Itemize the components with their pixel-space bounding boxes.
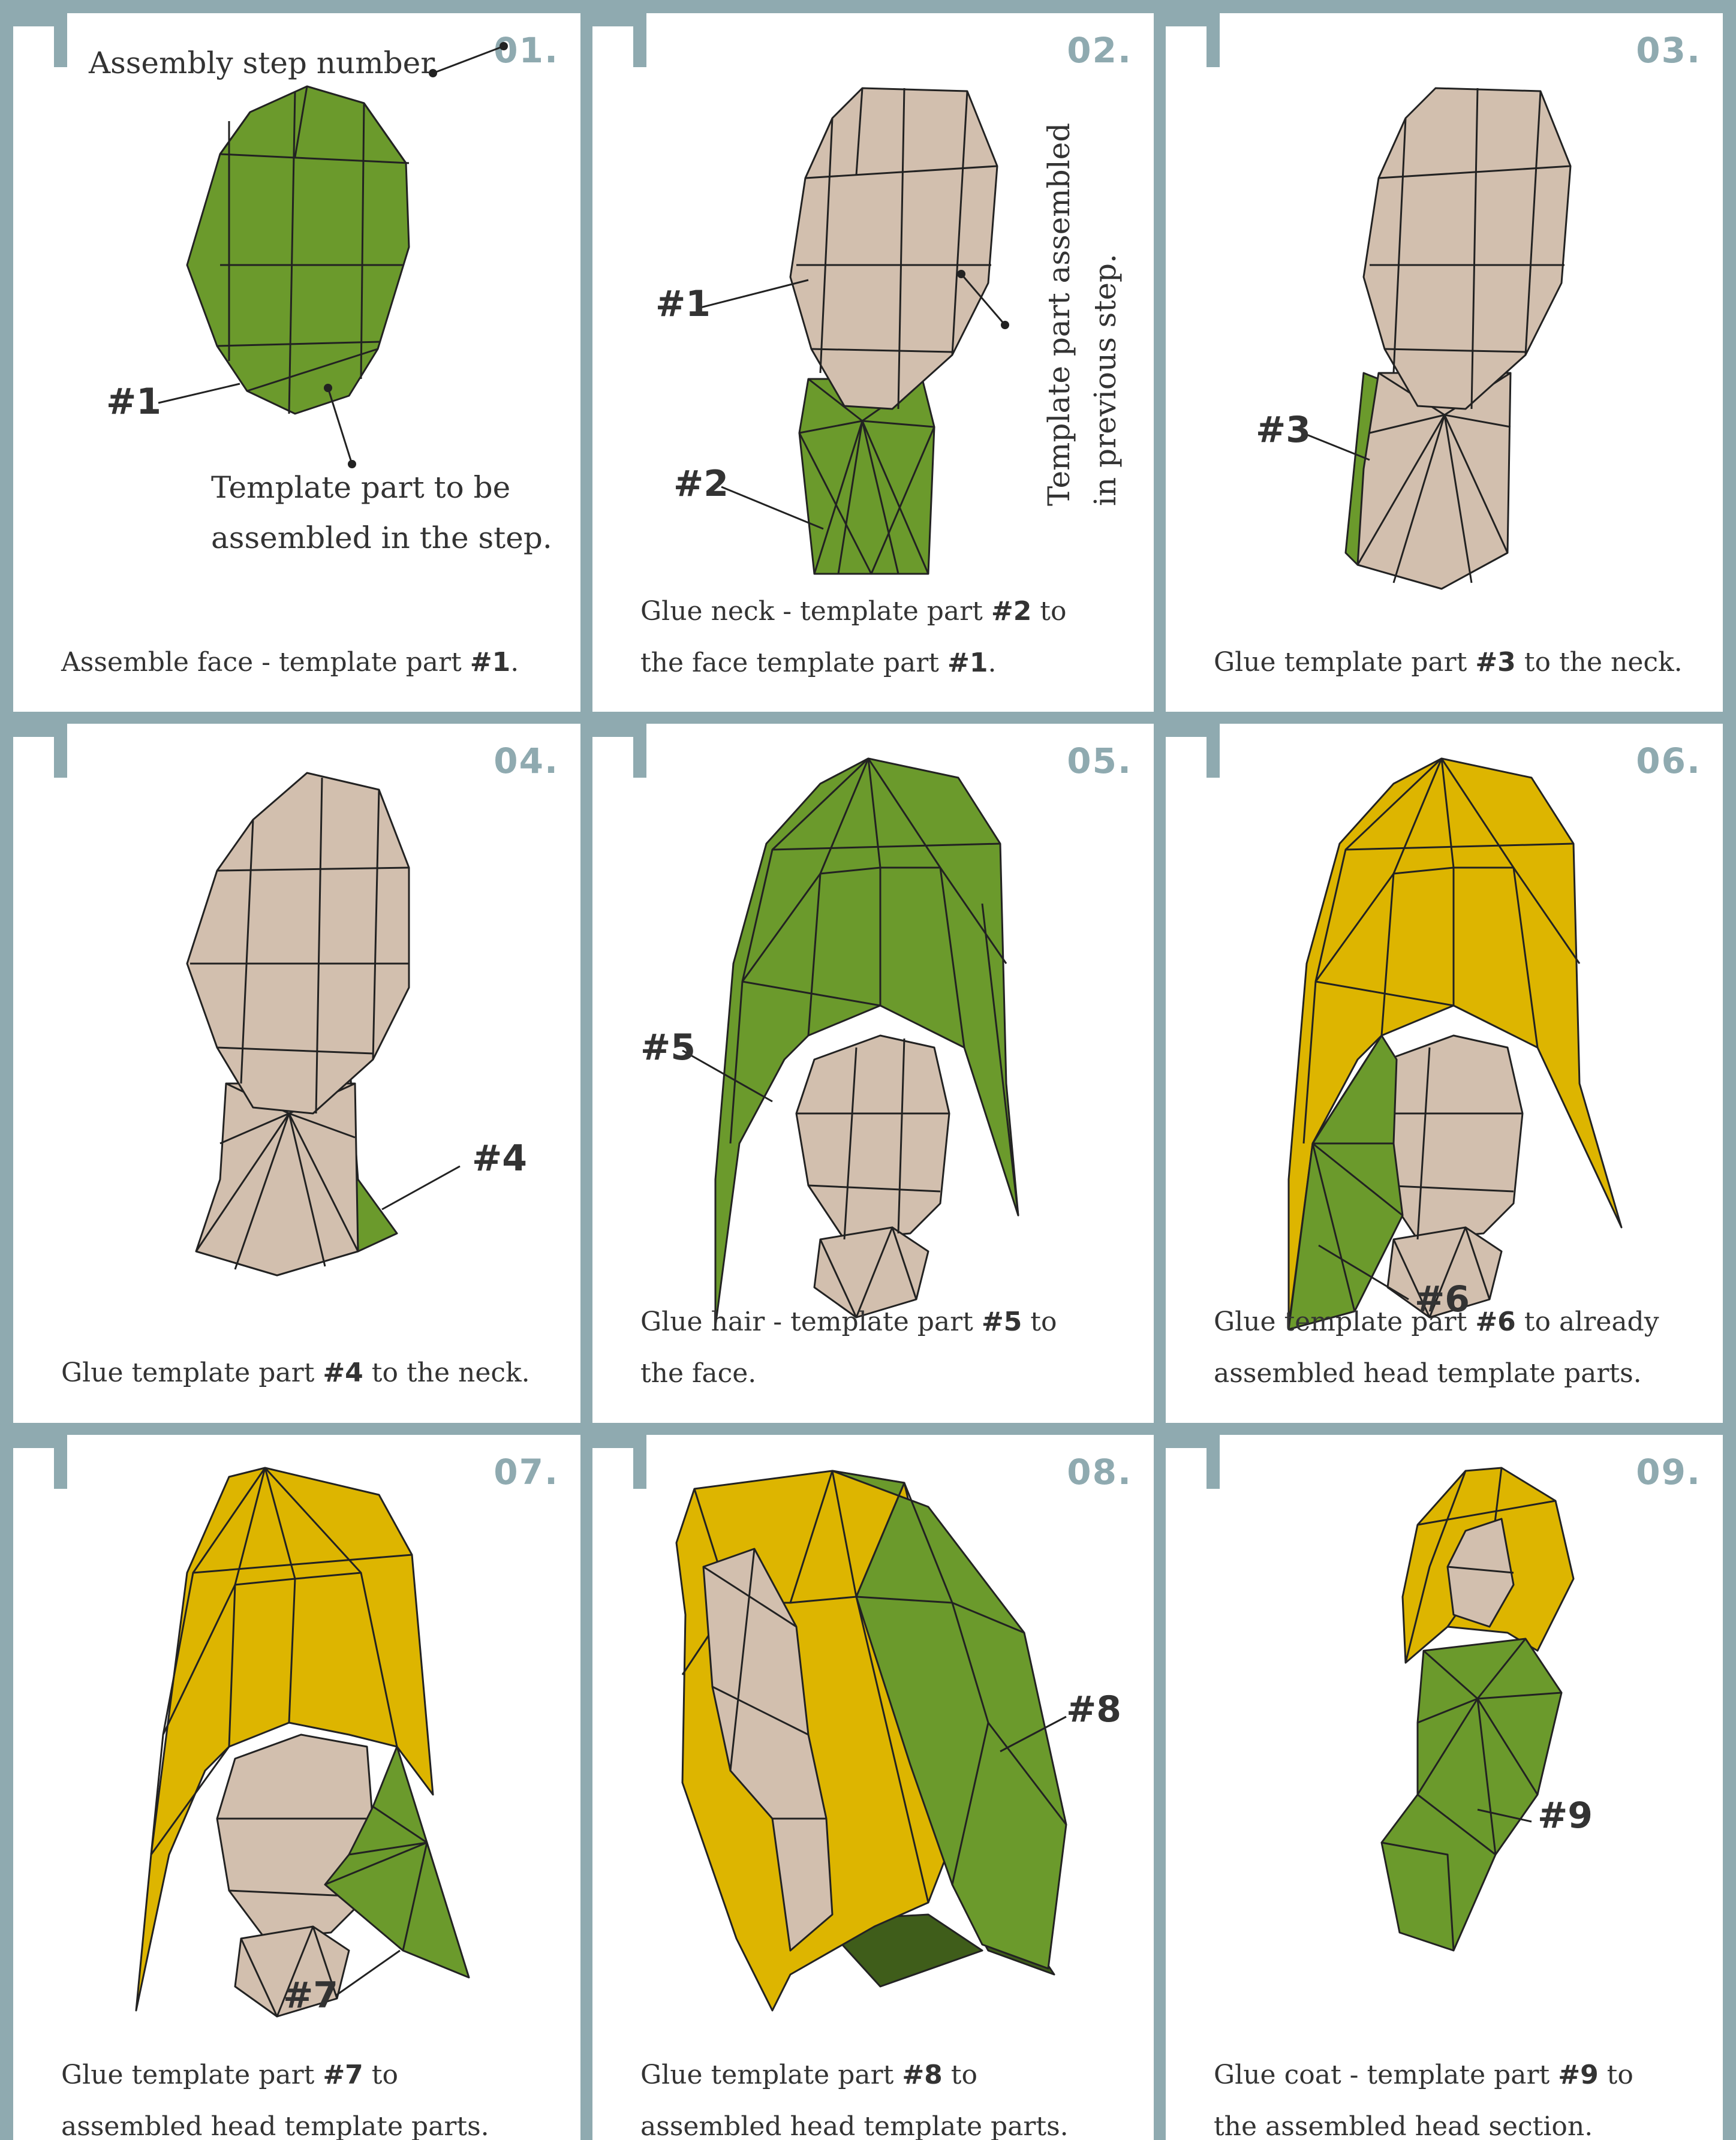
part-label: #5 — [640, 1027, 696, 1069]
caption-text: the face. — [640, 1358, 756, 1389]
part-reference: #6 — [1475, 1307, 1515, 1337]
step-caption: Glue template part #6 to already assemble… — [1214, 1296, 1659, 1399]
part-reference: #1 — [470, 647, 510, 678]
step-illustration: #9 — [1166, 1435, 1723, 2133]
step-caption: Assemble face - template part #1. — [61, 637, 519, 688]
caption-text: Glue template part — [61, 1358, 323, 1388]
caption-line: Glue template part #4 to the neck. — [61, 1347, 530, 1399]
annotation-text: assembled in the step. — [211, 520, 552, 555]
caption-line: assembled head template parts. — [640, 2101, 1069, 2140]
part-label: #9 — [1538, 1795, 1593, 1837]
step-caption: Glue template part #3 to the neck. — [1214, 637, 1683, 688]
part-label: #8 — [1066, 1688, 1121, 1730]
step-panel: 09. #9 Glue coat - template part — [1166, 1435, 1723, 2140]
figure-assembly — [1382, 1468, 1573, 1951]
annotation-text: Template part assembled — [1042, 123, 1076, 506]
annotation-text: Template part to be — [211, 470, 510, 505]
part-label: #4 — [472, 1137, 527, 1179]
step-caption: Glue template part #8 to assembled head t… — [640, 2049, 1069, 2140]
caption-text: the assembled head section. — [1214, 2111, 1593, 2140]
head-assembly — [1289, 759, 1621, 1329]
caption-text: assembled head template parts. — [1214, 1358, 1642, 1389]
caption-text: to — [943, 2060, 977, 2090]
caption-text: Assemble face - template part — [61, 647, 470, 678]
caption-text: Glue neck - template part — [640, 596, 991, 627]
caption-line: assembled head template parts. — [61, 2101, 489, 2140]
step-panel: 03. #3 Glue template part #3 to the neck… — [1166, 13, 1723, 712]
caption-text: . — [510, 647, 519, 678]
caption-text: Glue template part — [61, 2060, 323, 2090]
caption-line: Glue neck - template part #2 to — [640, 586, 1066, 637]
head-assembly — [676, 1471, 1066, 2010]
step-caption: Glue template part #4 to the neck. — [61, 1347, 530, 1399]
caption-text: to — [1022, 1307, 1057, 1337]
part-label: #1 — [655, 283, 711, 325]
part-reference: #9 — [1558, 2060, 1598, 2090]
caption-text: Glue template part — [640, 2060, 902, 2090]
step-panel: 07. #7 — [13, 1435, 580, 2140]
head-assembly — [715, 759, 1018, 1326]
step-panel: 01. Assembly step number #1 T — [13, 13, 580, 712]
caption-text: assembled head template parts. — [61, 2111, 489, 2140]
caption-text: to — [1599, 2060, 1633, 2090]
part-reference: #1 — [947, 648, 988, 678]
caption-text: Glue template part — [1214, 1307, 1475, 1337]
caption-line: Glue template part #7 to — [61, 2049, 489, 2101]
step-illustration: #4 — [13, 724, 580, 1422]
caption-text: assembled head template parts. — [640, 2111, 1069, 2140]
part-label: #1 — [106, 381, 161, 423]
step-panel: 02. #1 #2 — [592, 13, 1154, 712]
caption-text: to — [1031, 596, 1066, 627]
caption-line: the face. — [640, 1348, 1057, 1399]
caption-line: Assemble face - template part #1. — [61, 637, 519, 688]
part-label: #7 — [283, 1975, 338, 2016]
head-assembly — [1346, 88, 1570, 589]
part-reference: #3 — [1475, 647, 1515, 678]
caption-line: Glue coat - template part #9 to — [1214, 2049, 1633, 2101]
caption-line: Glue hair - template part #5 to — [640, 1296, 1057, 1348]
part-reference: #2 — [991, 596, 1031, 627]
step-panel: 04. #4 Glue template part #4 to the neck… — [13, 724, 580, 1423]
part-label: #2 — [673, 463, 729, 505]
head-assembly — [136, 1468, 469, 2016]
part-reference: #4 — [323, 1358, 363, 1388]
head-assembly — [187, 773, 409, 1275]
step-illustration: Assembly step number #1 Template part to… — [13, 13, 580, 712]
caption-text: to the neck. — [1516, 647, 1683, 678]
part-reference: #7 — [323, 2060, 363, 2090]
part-reference: #8 — [902, 2060, 942, 2090]
step-panel: 06. — [1166, 724, 1723, 1423]
caption-line: assembled head template parts. — [1214, 1348, 1659, 1399]
face-part — [790, 88, 997, 409]
step-illustration: #3 — [1166, 13, 1723, 712]
step-illustration: #7 — [13, 1435, 580, 2133]
caption-line: the face template part #1. — [640, 637, 1066, 689]
caption-line: Glue template part #8 to — [640, 2049, 1069, 2101]
part-reference: #5 — [982, 1307, 1022, 1337]
step-caption: Glue template part #7 to assembled head t… — [61, 2049, 489, 2140]
face-part — [187, 86, 409, 414]
caption-text: the face template part — [640, 648, 947, 678]
caption-line: Glue template part #3 to the neck. — [1214, 637, 1683, 688]
part-label: #3 — [1256, 409, 1311, 451]
caption-text: Glue coat - template part — [1214, 2060, 1558, 2090]
caption-text: Glue hair - template part — [640, 1307, 982, 1337]
caption-text: to already — [1516, 1307, 1659, 1337]
caption-text: to — [363, 2060, 398, 2090]
caption-text: Glue template part — [1214, 647, 1475, 678]
annotation-text: in previous step. — [1088, 254, 1123, 506]
caption-text: . — [988, 648, 996, 678]
caption-text: to the neck. — [363, 1358, 530, 1388]
caption-line: Glue template part #6 to already — [1214, 1296, 1659, 1348]
step-caption: Glue hair - template part #5 to the face. — [640, 1296, 1057, 1399]
annotation-text: Assembly step number — [88, 46, 435, 80]
step-panel: 08. #8 — [592, 1435, 1154, 2140]
caption-line: the assembled head section. — [1214, 2101, 1633, 2140]
step-panel: 05. #5 Glue hai — [592, 724, 1154, 1423]
step-illustration: #8 — [592, 1435, 1154, 2133]
